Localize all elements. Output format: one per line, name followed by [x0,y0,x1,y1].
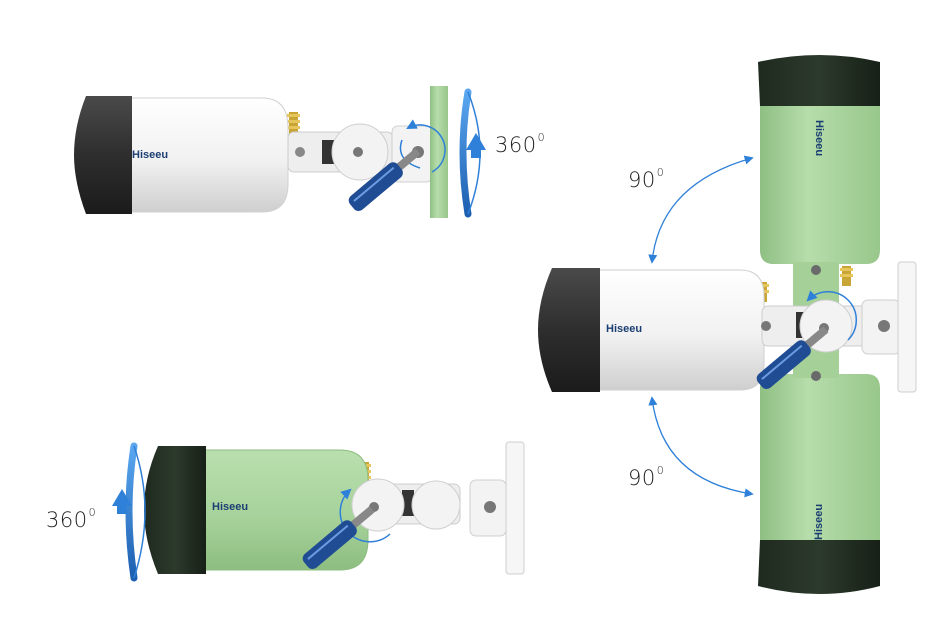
brand-logo: Hiseeu [813,504,825,540]
tilt-up-arrow-icon [648,155,754,264]
screwdriver-icon [756,326,829,390]
antenna-icon [287,112,300,134]
camera-bottom-left: Hiseeu [112,441,525,582]
angle-label-360-top: 3600 [495,131,546,157]
rotation-ring-icon [112,442,146,582]
brand-logo: Hiseeu [132,149,168,161]
angle-label-90-up: 900 [628,166,665,192]
brand-logo: Hiseeu [813,120,825,156]
camera-top-left: Hiseeu [74,86,486,218]
angle-label-90-down: 900 [628,464,665,490]
screwdriver-icon [302,506,375,570]
rotation-ring-icon [459,88,486,218]
angle-label-360-bottom: 3600 [46,506,97,532]
brand-logo: Hiseeu [606,323,642,335]
tilt-down-arrow-icon [648,396,754,498]
brand-logo: Hiseeu [212,501,248,513]
screwdriver-icon [348,148,421,212]
camera-tilt-group: Hiseeu Hiseeu Hiseeu [538,55,917,594]
antenna-icon [840,266,853,286]
